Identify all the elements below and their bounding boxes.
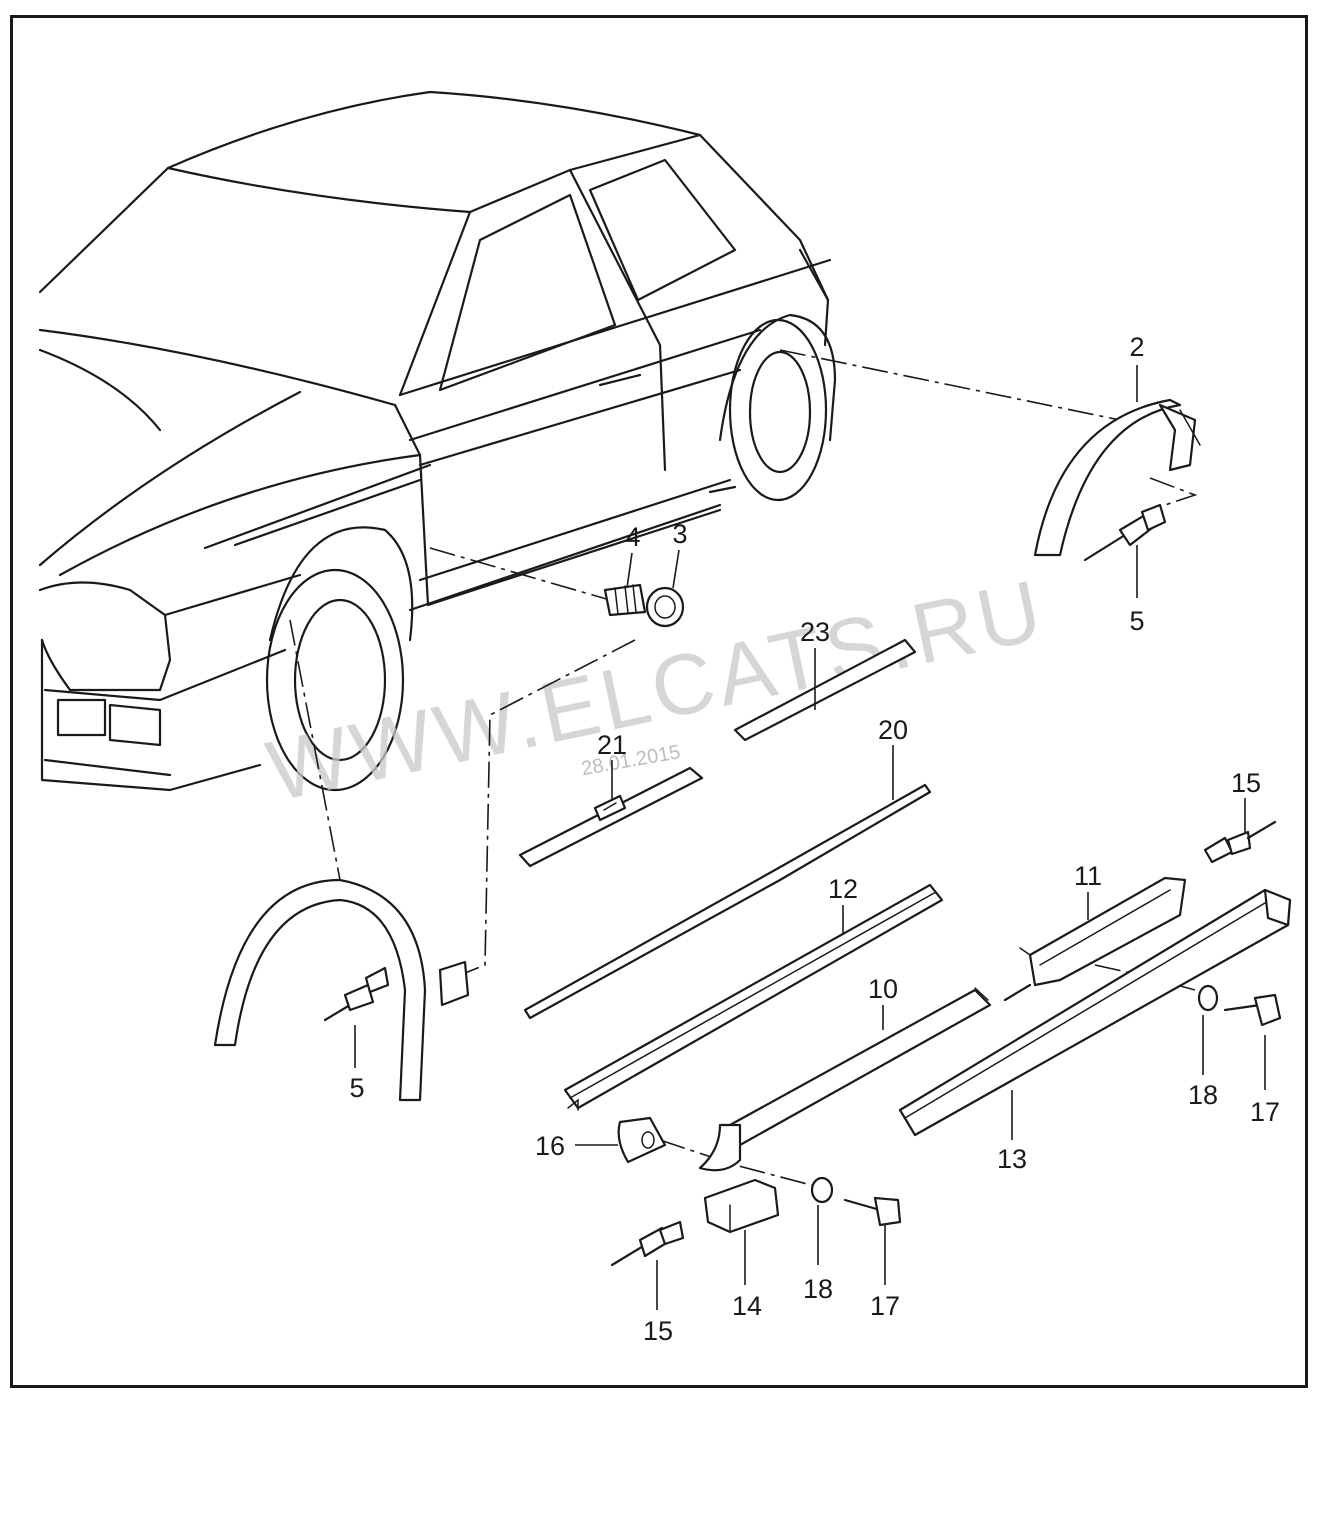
- part-front-wheelarch-trim: [213, 878, 470, 1102]
- callout-2: 2: [1129, 332, 1144, 362]
- leader-rear-arch: [779, 349, 1121, 421]
- callout-20: 20: [878, 715, 908, 745]
- callout-leads: [354, 365, 1266, 1310]
- leader-front-arch: [289, 619, 341, 881]
- part-5-rivet-front: [323, 966, 390, 1022]
- part-11-sill-end: [1003, 876, 1187, 1002]
- callout-14: 14: [732, 1291, 762, 1321]
- part-10-sill-trim: [698, 987, 992, 1172]
- diagram-frame: [10, 15, 1308, 1388]
- callout-4: 4: [625, 522, 640, 552]
- part-17-18-screw-lower: [810, 1176, 902, 1227]
- leader-rear-fixing: [1149, 477, 1198, 506]
- part-16-flap: [617, 1116, 667, 1164]
- callout-18-right: 18: [1188, 1080, 1218, 1110]
- part-13-long-sill: [898, 888, 1292, 1137]
- part-23-strip: [733, 638, 917, 742]
- callout-11: 11: [1074, 861, 1102, 891]
- part-15-rivet-upper: [1203, 820, 1277, 864]
- leader-clip-3: [429, 547, 611, 601]
- callout-16: 16: [535, 1131, 565, 1161]
- part-15-rivet-lower: [610, 1220, 685, 1267]
- callout-17-lower: 17: [870, 1291, 900, 1321]
- leader-sill-end: [459, 639, 636, 976]
- callout-15-upper: 15: [1231, 768, 1261, 798]
- callout-15-lower: 15: [643, 1316, 673, 1346]
- leader-flap-16: [659, 1139, 831, 1191]
- car-body: [38, 90, 837, 792]
- part-5-rivet-rear: [1083, 503, 1167, 562]
- callout-23: 23: [800, 617, 830, 647]
- callout-12: 12: [828, 874, 858, 904]
- callout-17-right: 17: [1250, 1097, 1280, 1127]
- part-17-18-screw-right: [1197, 984, 1282, 1027]
- part-2-rear-wheelarch-trim: [1033, 398, 1201, 557]
- callout-10: 10: [868, 974, 898, 1004]
- part-21-sill-plate: [518, 766, 704, 868]
- part-12-channel: [563, 883, 944, 1111]
- part-3-4-clip: [603, 583, 685, 628]
- part-20-strip: [523, 783, 932, 1020]
- callout-5-front: 5: [349, 1073, 364, 1103]
- callout-3: 3: [672, 519, 687, 549]
- callout-21: 21: [597, 730, 627, 760]
- part-14-block: [703, 1178, 780, 1234]
- callout-18-lower: 18: [803, 1274, 833, 1304]
- callout-13: 13: [997, 1144, 1027, 1174]
- callout-5-rear: 5: [1129, 606, 1144, 636]
